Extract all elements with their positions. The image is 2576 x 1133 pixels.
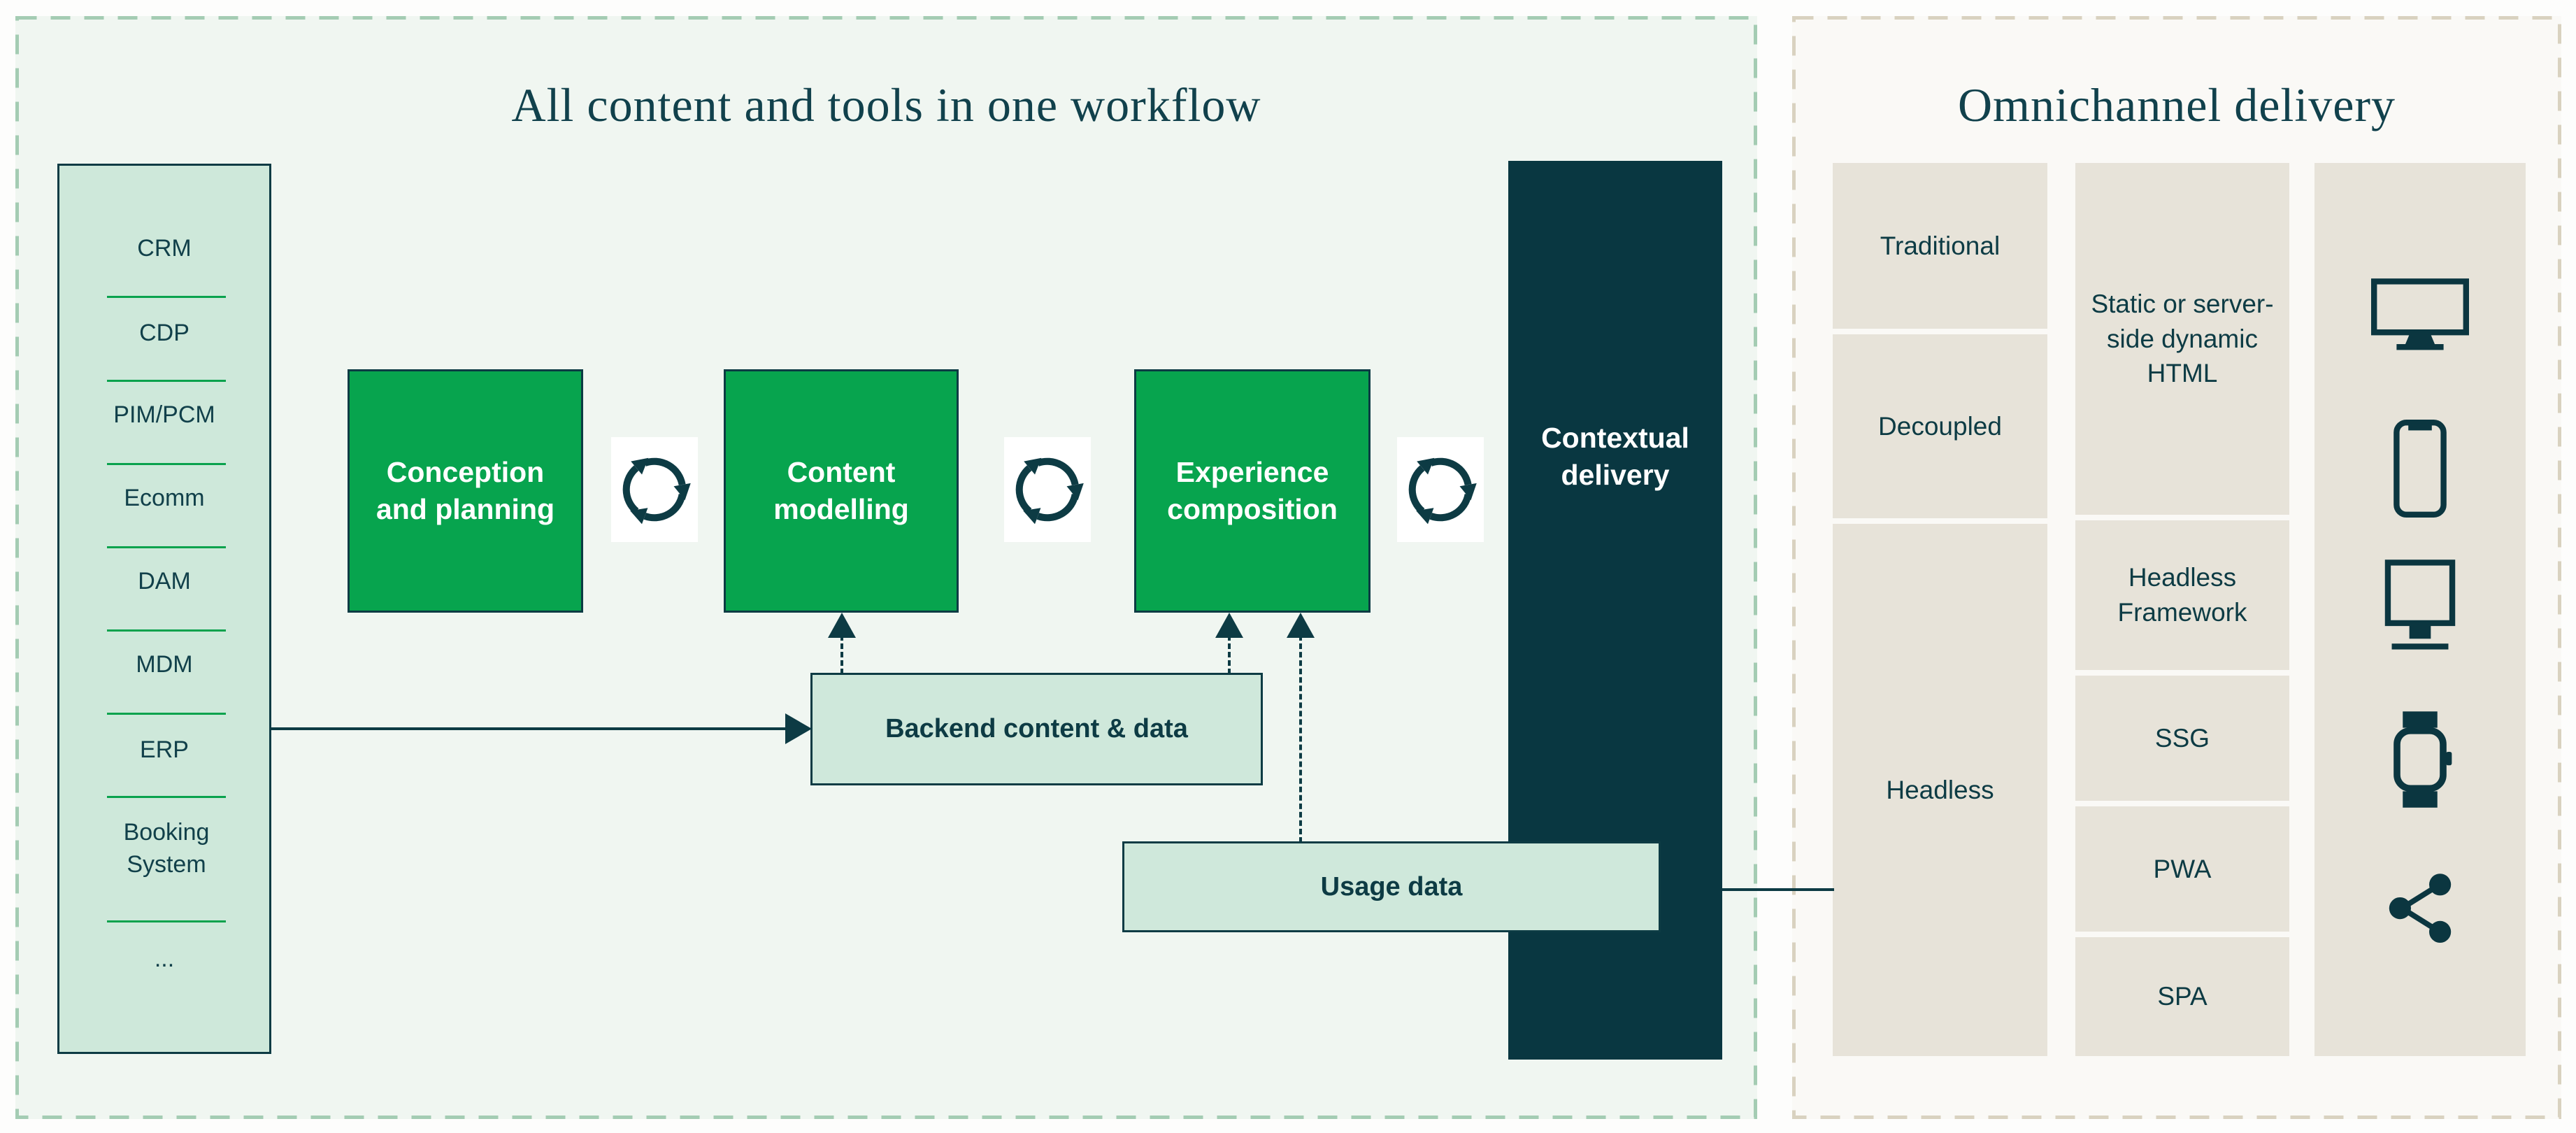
backend-to-composition-dashed-line <box>1228 635 1231 674</box>
smartphone-icon <box>2314 420 2526 518</box>
contextual-delivery-label: Contextual delivery <box>1541 422 1689 492</box>
backend-to-modelling-dashed-line <box>840 635 843 674</box>
source-system-more: ... <box>154 946 175 972</box>
source-system-mdm: MDM <box>136 651 193 678</box>
architecture-traditional: Traditional <box>1833 163 2047 329</box>
share-network-icon <box>2314 857 2526 955</box>
desktop-monitor-icon <box>2314 266 2526 364</box>
source-system-dam: DAM <box>138 568 191 594</box>
workflow-panel-title: All content and tools in one workflow <box>511 78 1261 131</box>
separator <box>107 920 226 922</box>
usage-to-composition-dashed-line <box>1299 635 1302 843</box>
stage-content-modelling: Content modelling <box>724 369 959 613</box>
architecture-decoupled: Decoupled <box>1833 334 2047 518</box>
usage-to-composition-arrowhead <box>1287 613 1315 638</box>
source-system-erp: ERP <box>140 736 189 763</box>
source-system-cdp: CDP <box>139 320 189 346</box>
architecture-headless: Headless <box>1833 524 2047 1056</box>
output-spa: SPA <box>2075 937 2289 1056</box>
separator <box>107 629 226 632</box>
separator <box>107 546 226 548</box>
backend-content-data-box: Backend content & data <box>810 673 1263 785</box>
omnichannel-panel-title: Omnichannel delivery <box>1957 78 2396 131</box>
separator <box>107 380 226 382</box>
devices-column <box>2314 163 2526 1056</box>
output-pwa: PWA <box>2075 806 2289 932</box>
separator <box>107 296 226 298</box>
cycle-arrows-icon <box>1397 437 1484 542</box>
kiosk-display-icon <box>2314 560 2526 657</box>
source-system-crm: CRM <box>137 235 192 262</box>
source-system-pim-pcm: PIM/PCM <box>113 401 215 428</box>
delivery-to-headless-line <box>1722 888 1834 891</box>
source-system-booking: Booking System <box>123 819 210 878</box>
separator <box>107 713 226 715</box>
source-systems-box: CRM CDP PIM/PCM Ecomm DAM MDM ERP Bookin… <box>57 164 271 1054</box>
smartwatch-icon <box>2314 711 2526 808</box>
usage-data-box: Usage data <box>1122 841 1661 932</box>
sources-to-backend-line <box>271 727 787 730</box>
stage-experience-composition: Experience composition <box>1134 369 1371 613</box>
backend-to-composition-arrowhead <box>1215 613 1243 638</box>
stage-conception-planning: Conception and planning <box>348 369 583 613</box>
output-ssg: SSG <box>2075 676 2289 801</box>
cycle-arrows-icon <box>1004 437 1091 542</box>
separator <box>107 796 226 798</box>
separator <box>107 463 226 465</box>
workflow-panel-dashed-border <box>15 16 1757 1119</box>
output-static-ssr-html: Static or server-side dynamic HTML <box>2075 163 2289 515</box>
cycle-arrows-icon <box>611 437 698 542</box>
sources-to-backend-arrowhead <box>785 713 812 744</box>
output-headless-framework: Headless Framework <box>2075 520 2289 670</box>
source-system-ecomm: Ecomm <box>124 485 205 511</box>
omnichannel-panel-dashed-border <box>1792 16 2561 1119</box>
backend-to-modelling-arrowhead <box>828 613 856 638</box>
